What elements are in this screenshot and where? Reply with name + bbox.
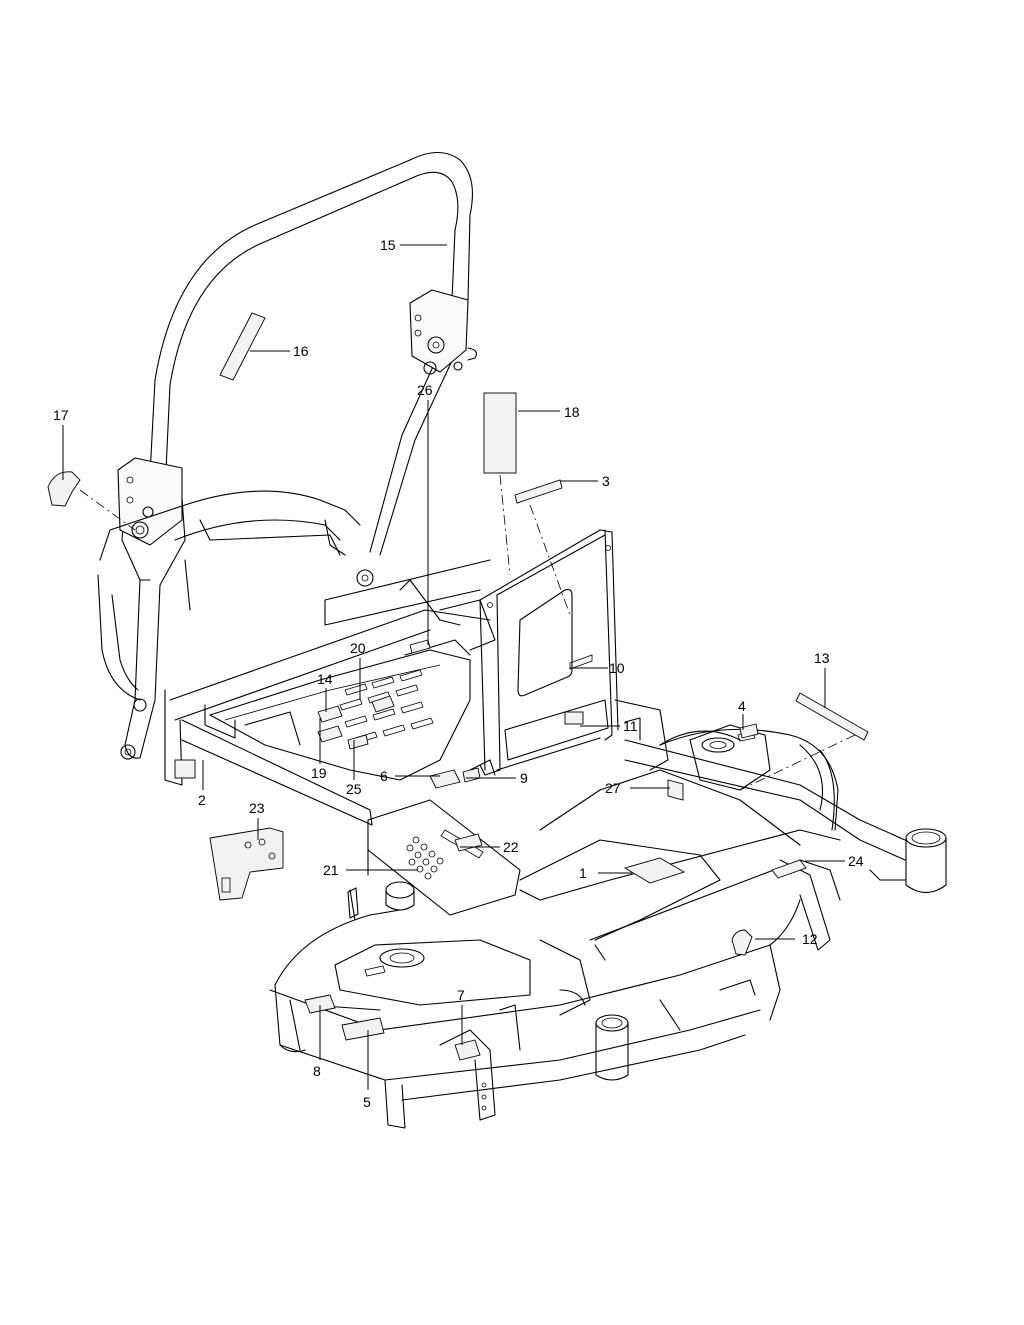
callout-26: 26 <box>417 382 433 398</box>
callout-4: 4 <box>738 698 746 714</box>
decal-12 <box>731 929 753 956</box>
decal-26 <box>409 639 431 654</box>
decal-13 <box>795 692 869 741</box>
callout-24: 24 <box>848 853 864 869</box>
callout-11: 11 <box>623 718 638 734</box>
decal-16 <box>219 312 266 381</box>
front-frame <box>519 699 947 961</box>
callout-14: 14 <box>317 671 333 687</box>
decal-20 <box>371 695 395 713</box>
assembly-lines <box>79 474 856 791</box>
callout-5: 5 <box>363 1094 371 1110</box>
callout-3: 3 <box>602 473 610 489</box>
callout-8: 8 <box>313 1063 321 1079</box>
decal-17 <box>47 471 81 507</box>
decal-11 <box>564 711 584 725</box>
callout-16: 16 <box>293 343 309 359</box>
decal-9 <box>462 767 481 783</box>
decal-27 <box>667 779 684 801</box>
callout-18: 18 <box>564 404 580 420</box>
callout-2: 2 <box>198 792 206 808</box>
callout-17: 17 <box>53 407 69 423</box>
callout-15: 15 <box>380 237 396 253</box>
decal-3 <box>514 479 563 504</box>
decal-24 <box>771 859 807 879</box>
decal-25 <box>347 734 369 750</box>
decal-5 <box>341 1017 385 1041</box>
callout-27: 27 <box>605 780 621 796</box>
callout-20: 20 <box>350 640 366 656</box>
decal-7 <box>454 1039 481 1061</box>
seat-bracket <box>469 529 619 776</box>
decal-2 <box>174 759 196 779</box>
decal-6 <box>429 769 461 789</box>
callout-6: 6 <box>380 768 388 784</box>
callout-19: 19 <box>311 765 327 781</box>
part-23-bracket <box>209 827 284 901</box>
roll-bar <box>117 151 477 760</box>
decal-8 <box>304 994 336 1014</box>
callout-13: 13 <box>814 650 830 666</box>
callout-1: 1 <box>579 865 587 881</box>
decal-14 <box>317 705 343 723</box>
callout-25: 25 <box>346 781 362 797</box>
decal-18 <box>483 392 517 474</box>
decal-19 <box>317 725 343 743</box>
callout-10: 10 <box>609 660 625 676</box>
decals <box>47 312 869 1061</box>
callout-23: 23 <box>249 800 265 816</box>
callout-12: 12 <box>802 931 818 947</box>
decal-1 <box>623 857 686 884</box>
decal-22 <box>454 833 483 852</box>
callout-22: 22 <box>503 839 519 855</box>
callout-leaders <box>62 244 845 1090</box>
control-panel <box>367 799 521 916</box>
switch-cluster <box>406 836 444 880</box>
floor-slots <box>339 669 434 744</box>
callout-21: 21 <box>323 862 339 878</box>
callout-9: 9 <box>520 770 528 786</box>
rear-body-shroud <box>97 490 361 701</box>
decal-4 <box>739 723 759 739</box>
callout-labels: 15 16 17 18 3 26 20 10 11 14 13 4 27 2 1… <box>53 237 864 1110</box>
callout-7: 7 <box>457 987 465 1003</box>
